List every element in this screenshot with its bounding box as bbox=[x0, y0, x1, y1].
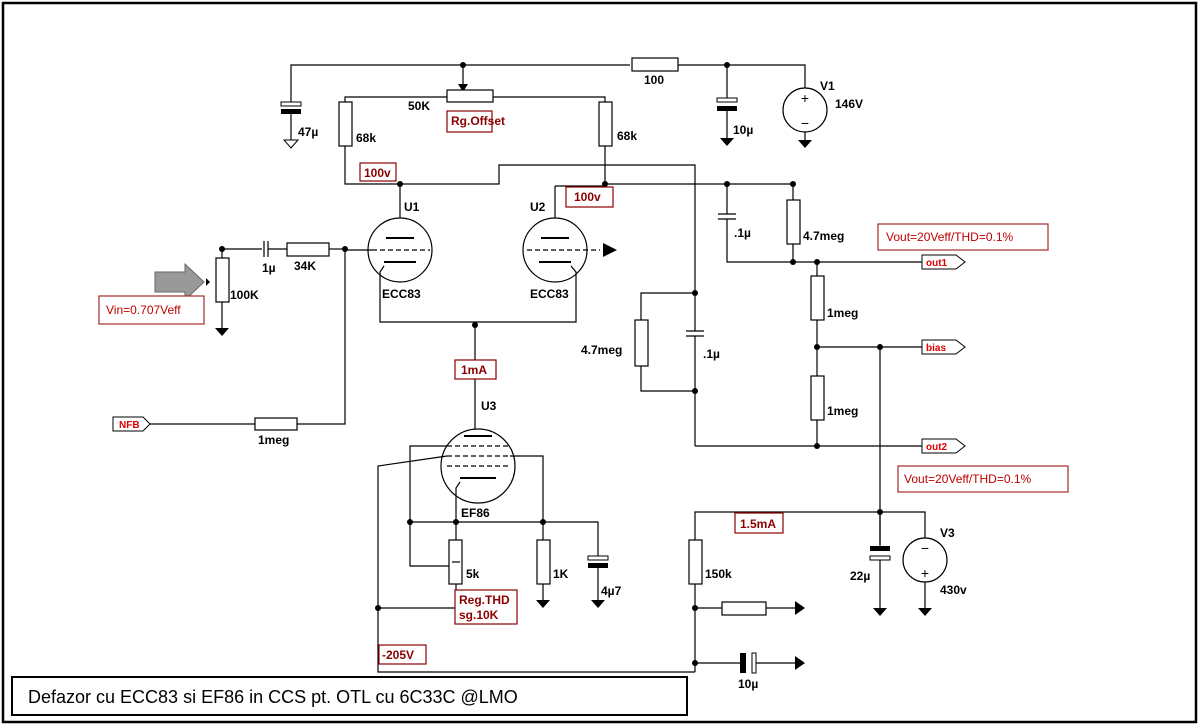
note-vin bbox=[98, 295, 205, 325]
wire-top-rail-right bbox=[678, 64, 806, 88]
note-vout1 bbox=[877, 223, 1049, 251]
label-pot-50k: 50K bbox=[408, 99, 430, 113]
ground-icon bbox=[798, 140, 812, 148]
box-100v-left-text: 100v bbox=[364, 166, 391, 180]
box-1ma-text: 1mA bbox=[461, 363, 487, 377]
label-r-1meg-b: 1meg bbox=[827, 404, 858, 418]
resistor-4-7meg-top bbox=[786, 199, 801, 245]
box-100v-left bbox=[359, 162, 397, 182]
title-box bbox=[11, 676, 688, 716]
label-c-10u-bottom: 10µ bbox=[738, 677, 758, 691]
box-rg-offset bbox=[446, 110, 493, 133]
label-c-47u: 47µ bbox=[298, 125, 318, 139]
box-reg-thd bbox=[454, 589, 518, 625]
label-r-nfb: 1meg bbox=[258, 433, 289, 447]
label-u2-type: ECC83 bbox=[530, 287, 569, 301]
label-r-47meg-top: 4.7meg bbox=[803, 229, 844, 243]
label-r-1meg-a: 1meg bbox=[827, 306, 858, 320]
note-vout2 bbox=[897, 465, 1069, 493]
note-vout1-text: Vout=20Veff/THD=0.1% bbox=[886, 230, 1014, 244]
ground-icon bbox=[918, 608, 932, 616]
box-rg-offset-text: Rg.Offset bbox=[451, 114, 505, 128]
port-nfb-text: NFB bbox=[119, 420, 140, 431]
resistor-1meg-a bbox=[810, 275, 825, 321]
label-r-1k: 1K bbox=[553, 567, 569, 581]
resistor-1meg-b bbox=[810, 375, 825, 421]
svg-text:−: − bbox=[921, 540, 929, 556]
wire-top-rail bbox=[290, 64, 630, 100]
svg-text:−: − bbox=[801, 115, 809, 131]
box-100v-right-text: 100v bbox=[574, 190, 601, 204]
port-out1-text: out1 bbox=[926, 258, 948, 269]
box-reg-thd-line2: sg.10K bbox=[459, 608, 499, 622]
label-u1-type: ECC83 bbox=[382, 287, 421, 301]
svg-text:+: + bbox=[921, 565, 929, 581]
box-neg205v bbox=[378, 644, 427, 665]
label-r-34k: 34K bbox=[294, 259, 316, 273]
port-nfb bbox=[112, 416, 151, 432]
page-title: Defazor cu ECC83 si EF86 in CCS pt. OTL … bbox=[28, 687, 518, 707]
label-c-10u-top: 10µ bbox=[733, 123, 753, 137]
label-r-68k-left: 68k bbox=[356, 131, 376, 145]
resistor-68k-left bbox=[338, 101, 353, 147]
resistor-nfb-1meg bbox=[254, 417, 298, 431]
resistor-34k bbox=[286, 242, 330, 257]
label-v3-value: 430v bbox=[940, 583, 967, 597]
label-r-47meg-left: 4.7meg bbox=[581, 343, 622, 357]
port-out1 bbox=[921, 254, 966, 270]
label-v1-name: V1 bbox=[820, 79, 835, 93]
ground-icon bbox=[720, 138, 734, 146]
input-arrow-icon bbox=[154, 262, 205, 302]
box-1-5ma-text: 1.5mA bbox=[740, 517, 776, 531]
ground-icon bbox=[215, 328, 229, 336]
ground-icon bbox=[873, 608, 887, 616]
resistor-100 bbox=[631, 57, 679, 72]
box-neg205v-text: -205V bbox=[382, 648, 414, 662]
label-c-01u-mid: .1µ bbox=[703, 347, 720, 361]
resistor-150k bbox=[688, 539, 703, 585]
resistor-4-7meg-left bbox=[634, 319, 649, 367]
label-c-22u: 22µ bbox=[850, 569, 870, 583]
label-c-4u7: 4µ7 bbox=[601, 584, 622, 598]
port-bias bbox=[921, 339, 966, 355]
resistor-1k bbox=[536, 539, 551, 585]
pot-100k bbox=[215, 257, 230, 303]
label-u3-name: U3 bbox=[481, 399, 497, 413]
wire-u1-anode bbox=[344, 146, 696, 293]
pot-50k bbox=[446, 89, 494, 103]
port-bias-text: bias bbox=[926, 343, 946, 354]
box-1-5ma bbox=[734, 512, 784, 534]
label-r-supply: 100 bbox=[644, 73, 664, 87]
port-out2-text: out2 bbox=[926, 442, 948, 453]
ground-icon bbox=[536, 600, 550, 608]
box-reg-thd-line1: Reg.THD bbox=[459, 593, 510, 607]
label-pot-5k: 5k bbox=[466, 567, 480, 581]
note-vin-text: Vin=0.707Veff bbox=[106, 303, 181, 317]
ground-icon bbox=[282, 139, 300, 149]
port-out2 bbox=[921, 438, 966, 454]
box-100v-right bbox=[565, 186, 614, 208]
grid-ground-arrow bbox=[603, 243, 617, 257]
box-1ma bbox=[454, 359, 497, 380]
label-u2-name: U2 bbox=[530, 200, 546, 214]
label-c-01u-top: .1µ bbox=[734, 226, 751, 240]
note-vout2-text: Vout=20Veff/THD=0.1% bbox=[904, 472, 1032, 486]
label-v3-name: V3 bbox=[940, 526, 955, 540]
label-v1-value: 146V bbox=[835, 97, 863, 111]
label-c-1u-in: 1µ bbox=[262, 261, 276, 275]
tube-u3 bbox=[440, 428, 516, 504]
resistor-output bbox=[721, 601, 767, 616]
label-u3-type: EF86 bbox=[461, 506, 490, 520]
label-r-68k-right: 68k bbox=[617, 129, 637, 143]
label-u1-name: U1 bbox=[404, 200, 420, 214]
svg-text:+: + bbox=[801, 90, 809, 106]
label-pot-100k: 100K bbox=[230, 288, 259, 302]
label-r-150k: 150k bbox=[705, 567, 732, 581]
ground-icon bbox=[591, 600, 605, 608]
resistor-68k-right bbox=[598, 101, 613, 147]
